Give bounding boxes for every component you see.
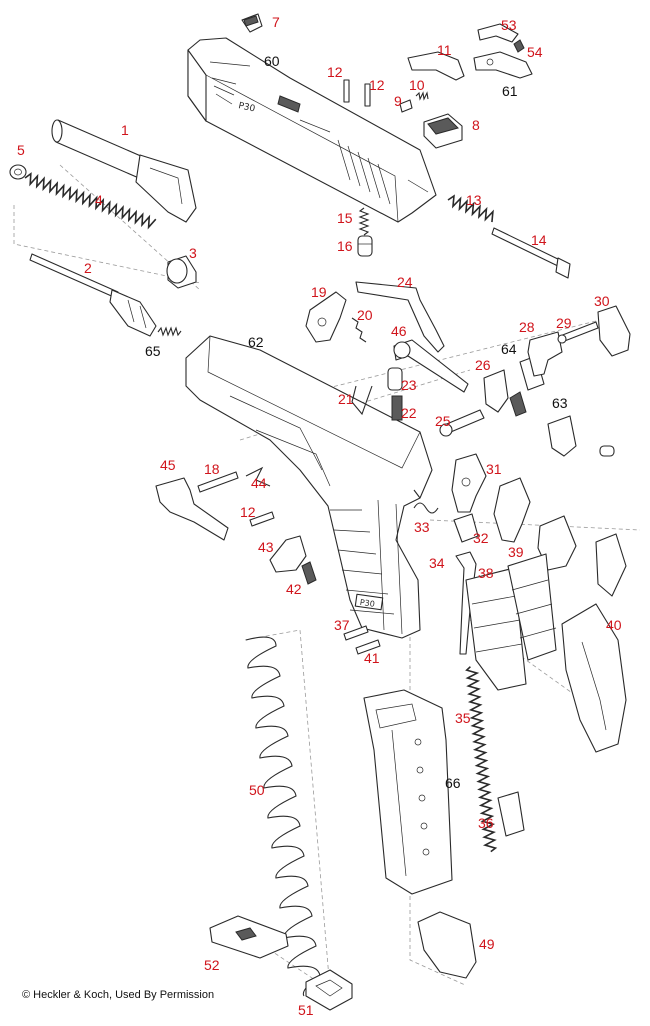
callout-11: 11 [437, 42, 452, 58]
callout-66: 66 [445, 775, 461, 791]
slide-release-group [305, 281, 469, 393]
trigger-mechanism [483, 305, 631, 417]
callout-62: 62 [248, 334, 264, 350]
callout-33: 33 [414, 519, 430, 535]
callout-34: 34 [429, 555, 445, 571]
callout-21: 21 [338, 391, 354, 407]
callout-3: 3 [189, 245, 197, 261]
callout-45: 45 [160, 457, 176, 473]
small-spring-65 [157, 326, 182, 337]
grip-pins [343, 625, 381, 655]
callout-43: 43 [258, 539, 274, 555]
callout-37: 37 [334, 617, 350, 633]
sight-insert [241, 13, 263, 33]
magazine [363, 689, 453, 895]
callout-13: 13 [466, 192, 482, 208]
frame-marking: P30 [359, 598, 375, 609]
callout-51: 51 [298, 1002, 314, 1018]
callout-42: 42 [286, 581, 302, 597]
callout-41: 41 [364, 650, 380, 666]
slide-assembly: P30 [187, 37, 437, 223]
callout-5: 5 [17, 142, 25, 158]
recoil-guide-rod [29, 253, 157, 337]
callout-10: 10 [409, 77, 425, 93]
callout-25: 25 [435, 413, 451, 429]
callout-40: 40 [606, 617, 622, 633]
plunger [357, 235, 373, 257]
barrel [51, 119, 197, 223]
callout-30: 30 [594, 293, 610, 309]
callout-63: 63 [552, 395, 568, 411]
left-lower-parts [155, 466, 317, 585]
frame-assembly: P30 [185, 335, 433, 639]
callout-16: 16 [337, 238, 353, 254]
callout-52: 52 [204, 957, 220, 973]
mainspring-group [455, 551, 525, 853]
callout-12-frame: 12 [240, 504, 256, 520]
extractor [407, 51, 465, 81]
callout-53: 53 [501, 17, 517, 33]
decocker-parts [351, 367, 403, 421]
callout-22: 22 [401, 405, 417, 421]
callout-19: 19 [311, 284, 327, 300]
callout-49: 49 [479, 936, 495, 952]
callout-44: 44 [251, 475, 267, 491]
callout-20: 20 [357, 307, 373, 323]
magazine-base-parts [209, 915, 353, 1011]
callout-38: 38 [478, 565, 494, 581]
hammer-spring-small [413, 489, 439, 514]
callout-31: 31 [486, 461, 502, 477]
callout-1: 1 [121, 122, 129, 138]
firing-pin-spring [447, 194, 494, 223]
callout-8: 8 [472, 117, 480, 133]
callout-18: 18 [204, 461, 220, 477]
callout-35: 35 [455, 710, 471, 726]
callout-39: 39 [508, 544, 524, 560]
small-detent-pin [599, 445, 615, 457]
callout-15: 15 [337, 210, 353, 226]
callout-9: 9 [394, 93, 402, 109]
callout-29: 29 [556, 315, 572, 331]
callout-4: 4 [95, 192, 103, 208]
callout-36: 36 [478, 815, 494, 831]
hammer-group [451, 453, 627, 597]
slide-small-pins [343, 79, 429, 113]
callout-12-slide-right: 12 [369, 77, 385, 93]
callout-14: 14 [531, 232, 547, 248]
guide-rod-bushing [166, 255, 197, 289]
callout-65: 65 [145, 343, 161, 359]
callout-26: 26 [475, 357, 491, 373]
callout-23: 23 [401, 377, 417, 393]
firing-pin [491, 227, 571, 279]
callout-32: 32 [473, 530, 489, 546]
callout-64: 64 [501, 341, 517, 357]
plunger-spring [358, 207, 370, 236]
recoil-spring-bushing [9, 164, 27, 180]
callout-28: 28 [519, 319, 535, 335]
callout-labels: 7 60 12 12 11 53 54 61 10 9 8 1 5 4 13 1… [17, 14, 622, 1018]
slide-marking: P30 [237, 101, 256, 114]
callout-24: 24 [397, 274, 413, 290]
sear-housing-part [547, 415, 577, 457]
recoil-spring [24, 172, 157, 230]
magazine-floor-plate [417, 911, 477, 979]
copyright-credit: © Heckler & Koch, Used By Permission [22, 989, 215, 1001]
firing-pin-block-group [473, 23, 533, 79]
callout-2: 2 [84, 260, 92, 276]
callout-61: 61 [502, 83, 518, 99]
rear-sight [423, 113, 463, 149]
callout-60: 60 [264, 53, 280, 69]
callout-50: 50 [249, 782, 265, 798]
grip-panels [465, 553, 627, 753]
callout-12-slide-left: 12 [327, 64, 343, 80]
trigger-pin [439, 409, 485, 437]
callout-7: 7 [272, 14, 280, 30]
callout-54: 54 [527, 44, 543, 60]
callout-46: 46 [391, 323, 407, 339]
